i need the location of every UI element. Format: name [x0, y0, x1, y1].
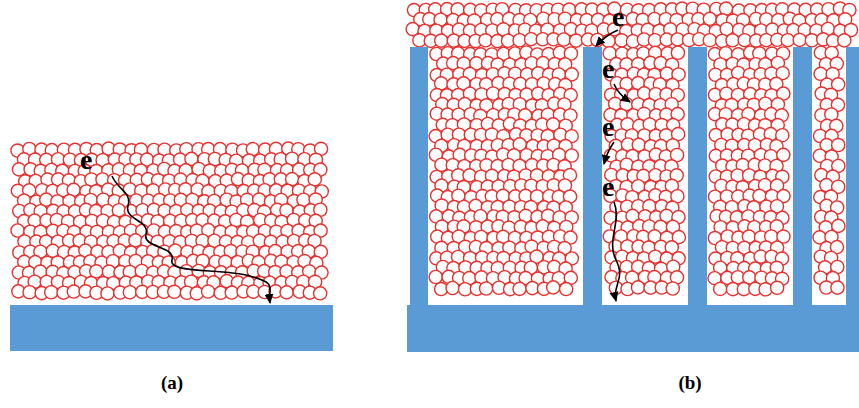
pillar	[583, 47, 602, 305]
particle	[23, 286, 36, 299]
particle	[45, 286, 58, 299]
particle	[671, 46, 684, 59]
particle	[547, 281, 560, 294]
particle	[168, 285, 181, 298]
particle	[602, 34, 615, 47]
pillar	[410, 47, 428, 305]
particle	[435, 34, 448, 47]
particle	[666, 282, 679, 295]
particle	[429, 270, 442, 283]
electron-label: e	[602, 113, 614, 141]
particle	[280, 286, 293, 299]
electron-label: e	[612, 3, 624, 31]
particle	[479, 34, 492, 47]
flat-substrate	[10, 305, 333, 351]
particle	[314, 287, 327, 300]
electron-path	[614, 84, 630, 102]
pillar	[688, 47, 707, 305]
electron-path	[112, 176, 270, 303]
particle	[101, 287, 114, 300]
electron-path	[596, 30, 618, 46]
particle	[123, 286, 136, 299]
panel-caption: (b)	[678, 373, 701, 392]
pillar-substrate	[407, 305, 859, 352]
electron-path	[613, 202, 620, 301]
electron-path	[604, 142, 614, 164]
pillar	[793, 47, 812, 305]
particle	[631, 281, 644, 294]
particle	[703, 12, 716, 25]
particle	[513, 282, 526, 295]
particle	[703, 34, 716, 47]
particle	[480, 282, 493, 295]
particle	[771, 281, 784, 294]
particle	[726, 34, 739, 47]
particle	[714, 282, 727, 295]
particle-layer	[11, 2, 858, 300]
particle	[446, 281, 459, 294]
particle	[838, 34, 851, 47]
particle	[793, 33, 806, 46]
particle	[560, 282, 573, 295]
particle	[831, 281, 844, 294]
particle	[557, 33, 570, 46]
electron-label: e	[602, 55, 614, 83]
particle	[201, 285, 214, 298]
pillar	[846, 47, 859, 305]
particle	[169, 244, 182, 257]
particle	[129, 234, 142, 247]
particle	[90, 265, 103, 278]
panel-caption: (a)	[161, 373, 183, 392]
electron-label: e	[602, 173, 614, 201]
electron-label: e	[80, 146, 92, 174]
